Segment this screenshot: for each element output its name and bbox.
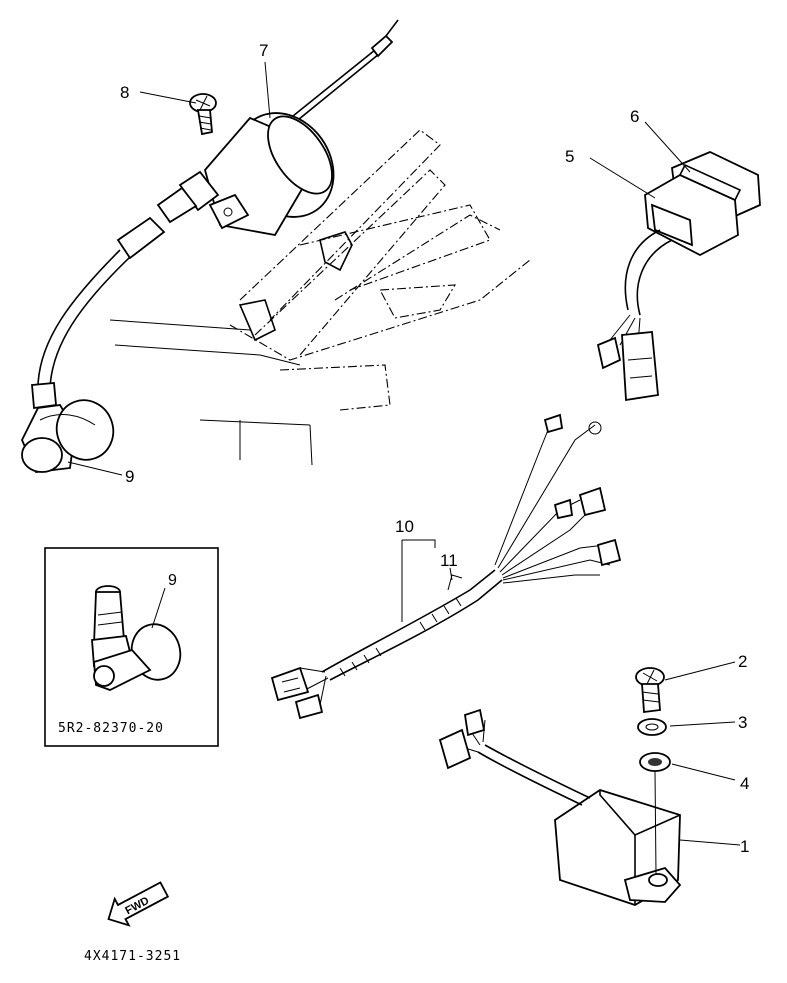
callout-11: 11 [440,551,458,570]
washer-4 [639,752,671,772]
callout-1: 1 [740,837,749,856]
fwd-arrow-icon: FWD [107,881,170,927]
leader-lines [67,61,741,846]
callout-3: 3 [738,713,747,732]
inset-callout-9: 9 [168,572,177,589]
hull-frame-outline [109,129,531,466]
callout-labels: 1 2 3 4 5 6 7 8 9 10 11 [120,41,749,856]
fwd-arrow-label: FWD [123,895,151,917]
inset-panel: 9 5R2-82370-20 [44,547,219,747]
cdi-rectifier-unit [596,151,761,402]
callout-5: 5 [565,147,574,166]
screw-2 [635,667,665,714]
ignition-coil [31,19,399,410]
inset-part-number: 5R2-82370-20 [58,721,164,736]
drawing-code: 4X4171-3251 [84,949,181,964]
screw-8 [189,93,217,136]
washer-3 [637,718,667,736]
callout-4: 4 [740,774,749,793]
callout-2: 2 [738,652,747,671]
inset-plug-cap [91,585,182,691]
assembly-line [654,770,657,876]
spark-plug-cap [21,399,115,473]
callout-10: 10 [395,517,414,536]
callout-6: 6 [630,107,639,126]
control-unit [438,708,682,906]
callout-8: 8 [120,83,129,102]
callout-7: 7 [259,41,268,60]
wire-harness [270,413,622,720]
callout-9: 9 [125,467,134,486]
